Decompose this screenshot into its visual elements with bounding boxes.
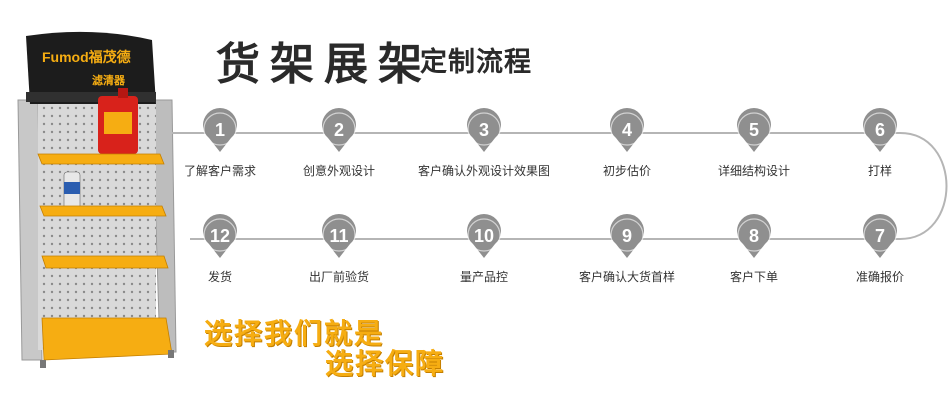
- pin-ring: [467, 218, 501, 252]
- step-label-2: 创意外观设计: [302, 164, 376, 178]
- pin-ring: [610, 218, 644, 252]
- map-pin-icon: [610, 214, 644, 258]
- step-label-10: 量产品控: [459, 270, 509, 284]
- step-label-7: 准确报价: [855, 270, 905, 284]
- map-pin-icon: [610, 108, 645, 152]
- step-number: 12: [210, 226, 230, 246]
- step-pin-11: 11: [322, 214, 356, 258]
- step-number: 11: [329, 226, 348, 246]
- step-label-8: 客户下单: [729, 270, 779, 284]
- step-pin-3: 3: [467, 108, 501, 152]
- map-pin-icon: [467, 214, 501, 258]
- step-label-4: 初步估价: [602, 164, 652, 178]
- pin-ring: [467, 112, 501, 146]
- step-pin-7: 7: [863, 214, 897, 258]
- pin-ring: [610, 112, 644, 146]
- step-number: 5: [749, 120, 759, 140]
- step-number: 8: [749, 226, 759, 246]
- step-pin-9: 9: [610, 214, 644, 258]
- step-label-1: 了解客户需求: [183, 164, 257, 178]
- pin-ring: [737, 112, 771, 146]
- map-pin-icon: [737, 214, 772, 258]
- pin-ring: [863, 112, 897, 146]
- step-number: 1: [215, 120, 225, 140]
- pin-ring: [322, 218, 356, 252]
- step-label-9: 客户确认大货首样: [578, 270, 676, 284]
- map-pin-icon: [322, 108, 356, 152]
- step-number: 9: [622, 226, 632, 246]
- display-rack-image: Fumod福茂德 滤清器: [17, 31, 177, 368]
- map-pin-icon: [467, 108, 501, 152]
- pin-ring: [863, 218, 897, 252]
- step-number: 6: [875, 120, 885, 140]
- flow-line-turn: [899, 132, 948, 240]
- map-pin-icon: [863, 214, 897, 258]
- step-label-12: 发货: [207, 270, 233, 284]
- step-number: 7: [875, 226, 885, 246]
- step-pin-1: 1: [203, 108, 238, 152]
- step-pin-10: 10: [467, 214, 501, 258]
- step-pin-6: 6: [863, 108, 898, 152]
- map-pin-icon: [322, 214, 356, 258]
- rack-brand-text: Fumod福茂德: [42, 49, 131, 65]
- pin-ring: [737, 218, 771, 252]
- step-number: 4: [622, 120, 632, 140]
- map-pin-icon: [203, 108, 238, 152]
- step-pin-8: 8: [737, 214, 772, 258]
- step-label-5: 详细结构设计: [717, 164, 791, 178]
- step-pin-2: 2: [322, 108, 356, 152]
- pin-ring: [203, 112, 237, 146]
- page-title: 货架展架: [216, 39, 432, 90]
- pin-ring: [203, 218, 237, 252]
- step-number: 10: [474, 226, 494, 246]
- step-label-3: 客户确认外观设计效果图: [417, 164, 551, 178]
- pin-ring: [322, 112, 356, 146]
- page-subtitle: 定制流程: [420, 47, 532, 78]
- slogan-line-2: 选择保障: [325, 347, 446, 380]
- step-pin-12: 12: [203, 214, 237, 258]
- step-number: 2: [334, 120, 344, 140]
- rack-category-text: 滤清器: [92, 73, 126, 87]
- map-pin-icon: [737, 108, 771, 152]
- step-pin-5: 5: [737, 108, 771, 152]
- step-number: 3: [479, 120, 489, 140]
- slogan-line-1: 选择我们就是: [204, 317, 385, 350]
- map-pin-icon: [203, 214, 237, 258]
- step-label-6: 打样: [867, 164, 893, 178]
- step-pin-4: 4: [610, 108, 645, 152]
- map-pin-icon: [863, 108, 898, 152]
- step-label-11: 出厂前验货: [308, 270, 370, 284]
